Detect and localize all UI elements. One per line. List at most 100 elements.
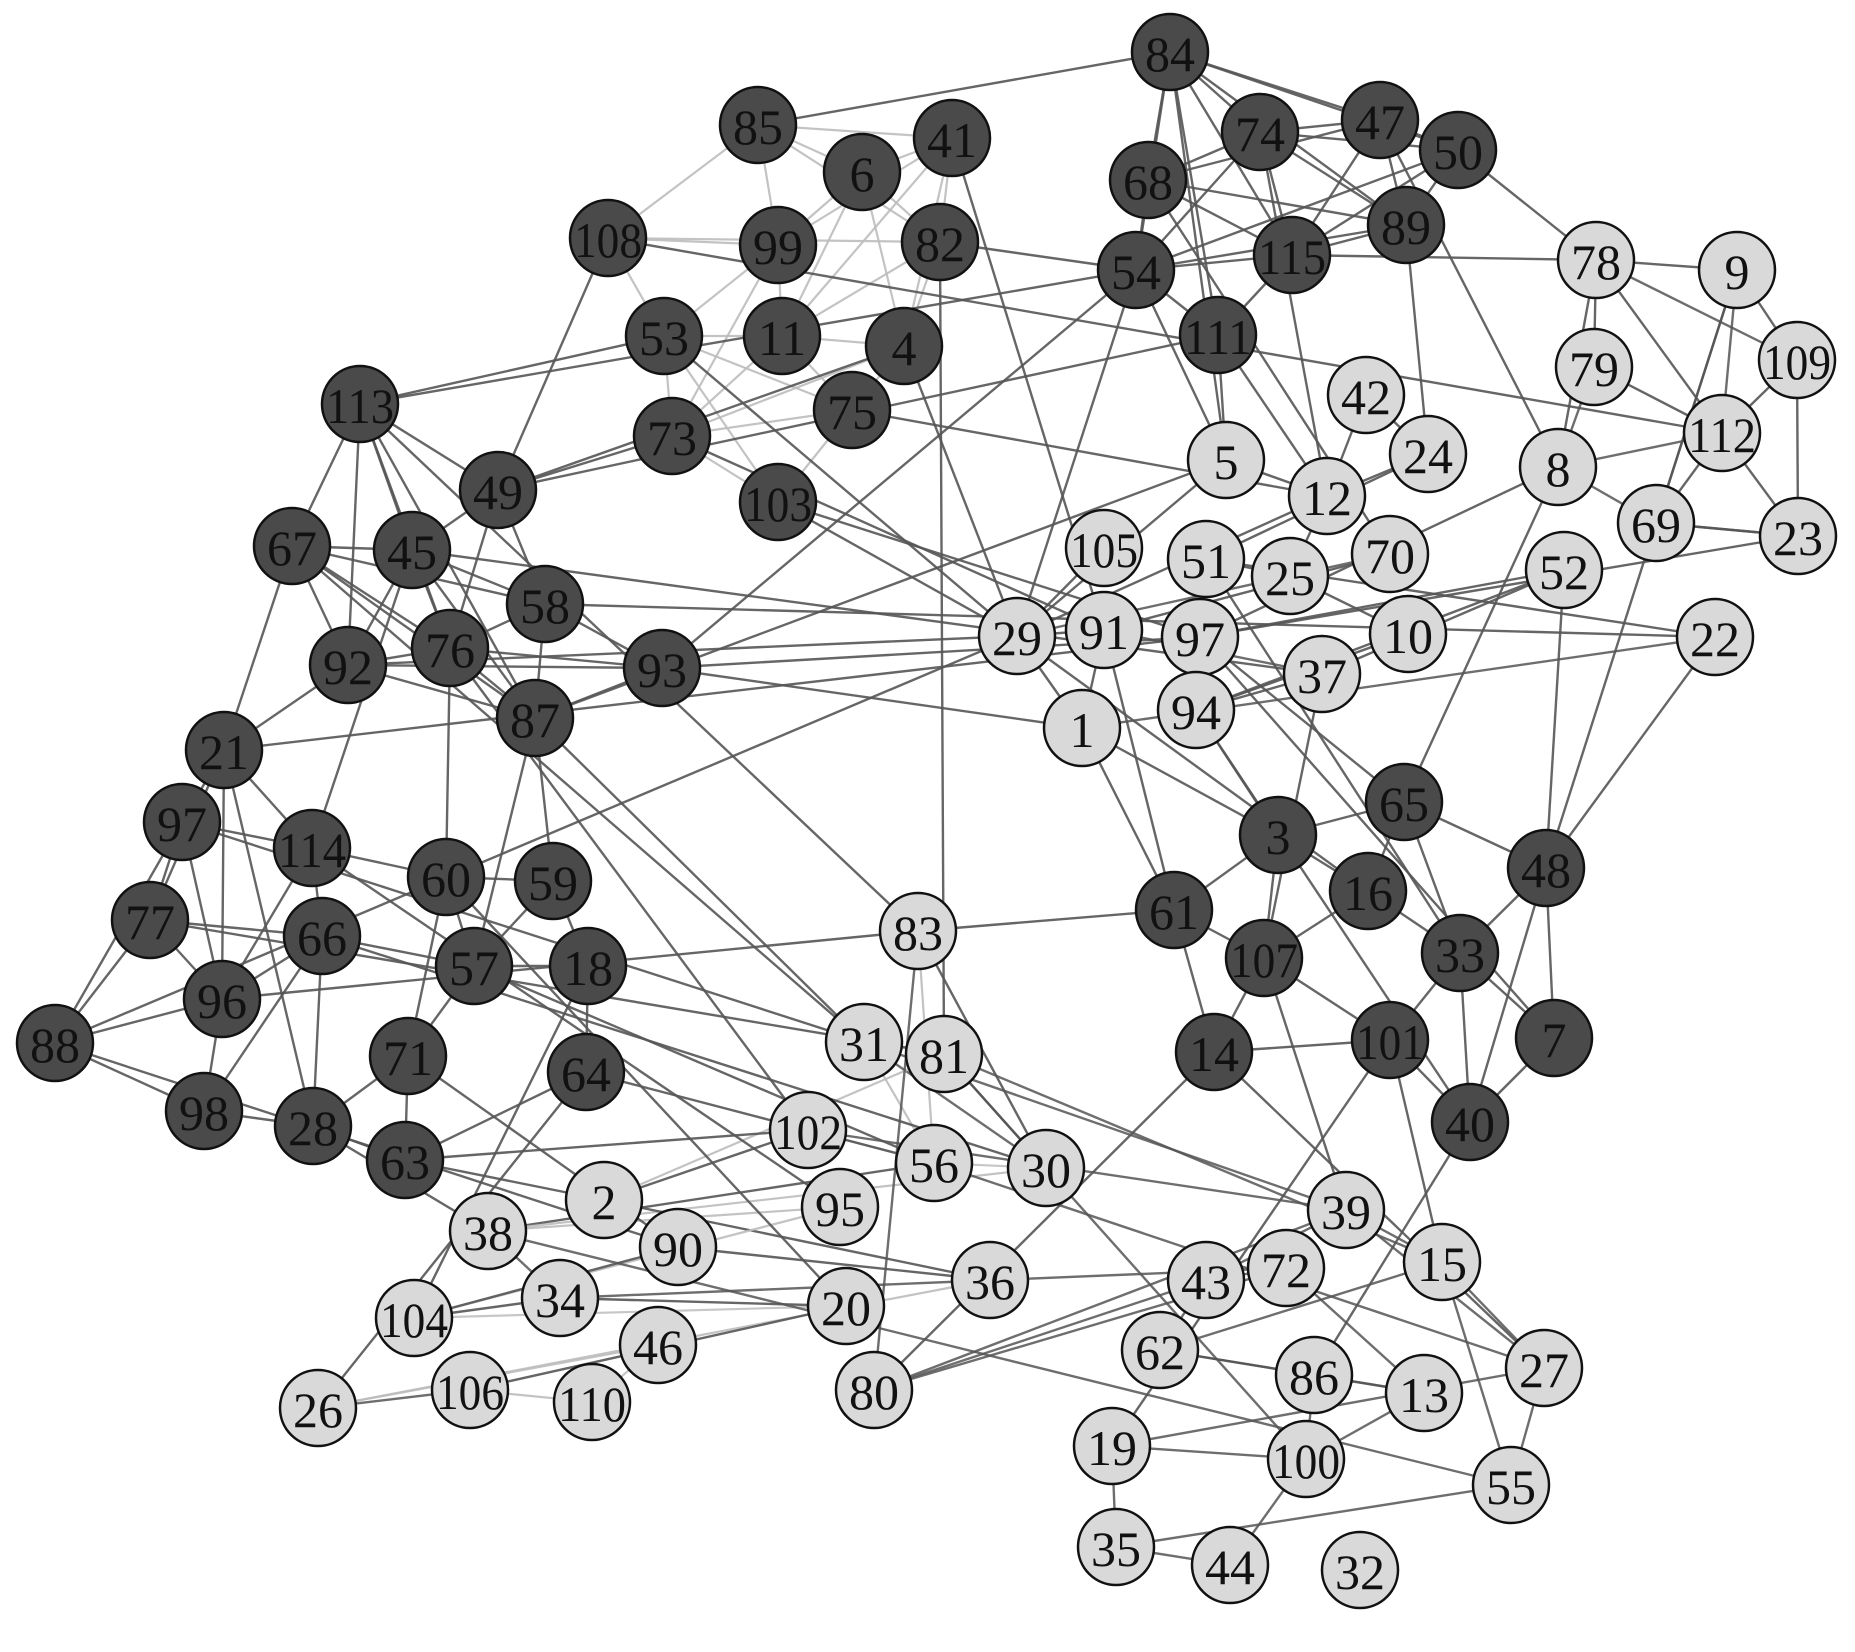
node-label: 5 xyxy=(1214,434,1239,490)
node-circle-light xyxy=(1518,427,1598,507)
node-label: 85 xyxy=(733,99,783,155)
node-circle-dark xyxy=(406,837,486,917)
graph-node: 48 xyxy=(1506,828,1586,908)
node-label: 111 xyxy=(1184,309,1252,365)
node-circle-dark xyxy=(622,628,702,708)
graph-node: 70 xyxy=(1350,514,1430,594)
node-circle-light xyxy=(1556,220,1636,300)
graph-node: 62 xyxy=(1120,1310,1200,1390)
graph-node: 20 xyxy=(806,1266,886,1346)
node-circle-light xyxy=(1274,1335,1354,1415)
graph-node: 109 xyxy=(1757,320,1837,400)
graph-node: 60 xyxy=(406,837,486,917)
node-circle-dark xyxy=(738,462,818,542)
node-label: 39 xyxy=(1321,1184,1371,1240)
graph-node: 33 xyxy=(1420,913,1500,993)
node-circle-dark xyxy=(1340,80,1420,160)
graph-edge xyxy=(1291,253,1597,262)
node-circle-light xyxy=(1156,670,1236,750)
graph-node: 24 xyxy=(1388,414,1468,494)
node-label: 99 xyxy=(753,219,803,275)
graph-node: 91 xyxy=(1064,590,1144,670)
graph-node: 43 xyxy=(1166,1240,1246,1320)
node-label: 102 xyxy=(774,1104,842,1160)
graph-edge xyxy=(404,1128,809,1162)
graph-node: 75 xyxy=(812,370,892,450)
graph-node: 86 xyxy=(1274,1335,1354,1415)
node-label: 96 xyxy=(197,973,247,1029)
graph-node: 76 xyxy=(410,608,490,688)
graph-node: 61 xyxy=(1134,870,1214,950)
node-circle-dark xyxy=(272,808,352,888)
graph-edge xyxy=(220,749,226,1000)
graph-node: 31 xyxy=(824,1002,904,1082)
graph-edge xyxy=(1199,534,1799,639)
graph-edge xyxy=(534,717,865,1043)
graph-node: 10 xyxy=(1368,594,1448,674)
graph-node: 18 xyxy=(548,926,628,1006)
graph-node: 108 xyxy=(568,198,648,278)
node-circle-dark xyxy=(548,926,628,1006)
node-label: 62 xyxy=(1135,1324,1185,1380)
graph-node: 87 xyxy=(495,678,575,758)
graph-edge xyxy=(873,1278,1207,1392)
node-circle-light xyxy=(1757,320,1837,400)
node-circle-light xyxy=(1471,1445,1551,1525)
node-circle-dark xyxy=(742,296,822,376)
node-label: 51 xyxy=(1181,533,1231,589)
node-circle-dark xyxy=(900,202,980,282)
node-circle-light xyxy=(374,1278,454,1358)
graph-node: 63 xyxy=(365,1120,445,1200)
node-label: 28 xyxy=(288,1100,338,1156)
graph-node: 57 xyxy=(434,926,514,1006)
node-label: 83 xyxy=(893,905,943,961)
node-circle-dark xyxy=(365,1120,445,1200)
graph-node: 53 xyxy=(624,296,704,376)
graph-edge xyxy=(873,1051,1215,1391)
node-circle-light xyxy=(520,1258,600,1338)
node-circle-light xyxy=(1682,393,1762,473)
node-circle-light xyxy=(1384,1353,1464,1433)
node-circle-dark xyxy=(1420,913,1500,993)
graph-node: 5 xyxy=(1186,420,1266,500)
graph-node: 35 xyxy=(1076,1507,1156,1587)
node-circle-light xyxy=(1042,688,1122,768)
node-label: 24 xyxy=(1403,428,1453,484)
graph-node: 3 xyxy=(1238,795,1318,875)
graph-edge xyxy=(1544,569,1566,869)
graph-edge xyxy=(1258,131,1329,497)
node-circle-light xyxy=(1697,230,1777,310)
node-circle-light xyxy=(430,1350,510,1430)
node-circle-dark xyxy=(1130,12,1210,92)
node-circle-dark xyxy=(15,1003,95,1083)
graph-edge xyxy=(585,1070,935,1165)
graph-node: 97 xyxy=(142,782,222,862)
node-circle-light xyxy=(894,1123,974,1203)
node-label: 57 xyxy=(449,940,499,996)
graph-node: 51 xyxy=(1166,519,1246,599)
graph-edge xyxy=(291,545,536,719)
node-circle-dark xyxy=(182,959,262,1039)
graph-edge xyxy=(1402,466,1560,803)
graph-node: 101 xyxy=(1350,1000,1430,1080)
node-label: 77 xyxy=(125,894,175,950)
graph-node: 49 xyxy=(458,450,538,530)
node-circle-dark xyxy=(142,782,222,862)
node-circle-dark xyxy=(1364,762,1444,842)
node-circle-dark xyxy=(1366,185,1446,265)
node-circle-light xyxy=(1675,597,1755,677)
graph-edge xyxy=(1199,636,1555,1039)
node-label: 110 xyxy=(558,1376,626,1432)
node-label: 54 xyxy=(1111,244,1161,300)
graph-node: 12 xyxy=(1287,456,1367,536)
graph-edge xyxy=(781,137,953,337)
graph-node: 45 xyxy=(372,510,452,590)
node-circle-dark xyxy=(624,296,704,376)
graph-node: 14 xyxy=(1174,1012,1254,1092)
node-label: 87 xyxy=(510,692,560,748)
graph-node: 79 xyxy=(1554,327,1634,407)
graph-node: 26 xyxy=(278,1368,358,1448)
graph-edge xyxy=(1115,1483,1512,1549)
node-label: 32 xyxy=(1335,1544,1385,1600)
node-circle-dark xyxy=(410,608,490,688)
